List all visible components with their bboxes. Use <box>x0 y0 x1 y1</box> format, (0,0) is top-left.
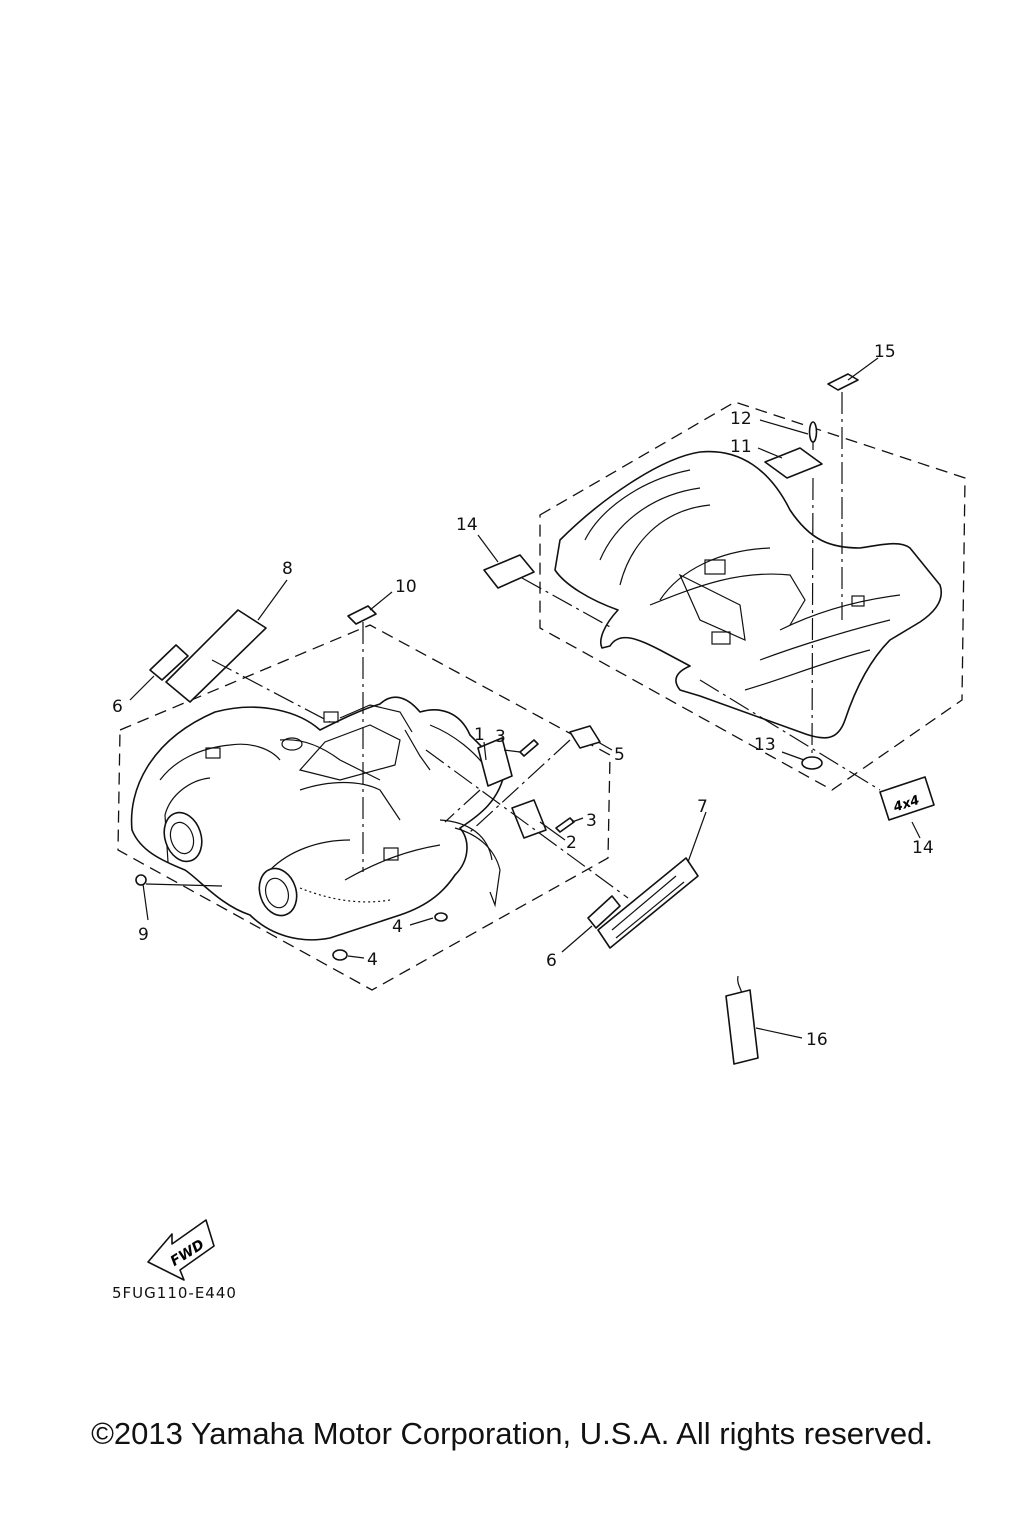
decal-part-8 <box>165 609 267 703</box>
callout-16: 16 <box>806 1030 828 1050</box>
tag-group: 16 <box>725 975 828 1065</box>
fwd-arrow: FWD <box>147 1219 215 1281</box>
decal-part-7 <box>597 857 699 949</box>
nut-part-4-a <box>434 912 448 922</box>
plate-part-2 <box>511 799 547 839</box>
callout-4-b: 4 <box>367 950 378 970</box>
callout-14-upper: 14 <box>456 515 478 535</box>
screw-part-3-a <box>519 739 539 757</box>
plate-part-11 <box>764 447 823 479</box>
callout-11: 11 <box>730 437 752 457</box>
callout-7: 7 <box>697 797 708 817</box>
tag-part-16 <box>725 989 759 1065</box>
decal-part-6-left <box>149 644 189 681</box>
copyright-notice: ©2013 Yamaha Motor Corporation, U.S.A. A… <box>91 1416 933 1451</box>
front-fender-group: 8 10 6 1 3 5 7 3 2 4 4 6 9 <box>112 559 708 991</box>
callout-6-right: 6 <box>546 951 557 971</box>
callout-9: 9 <box>138 925 149 945</box>
label-part-14-upper <box>483 554 535 589</box>
callout-12: 12 <box>730 409 752 429</box>
emblem-4x4-part-14: 4x4 <box>879 776 935 821</box>
callout-5: 5 <box>614 745 625 765</box>
callout-3-b: 3 <box>586 811 597 831</box>
grommet-part-13 <box>801 756 823 770</box>
rear-fender-group: 4x4 15 12 11 14 13 14 <box>456 342 966 858</box>
callout-1: 1 <box>474 725 485 745</box>
cap-part-9 <box>135 874 147 886</box>
front-fender <box>130 696 506 941</box>
callout-4-a: 4 <box>392 917 403 937</box>
callout-8: 8 <box>282 559 293 579</box>
callout-14-lower: 14 <box>912 838 934 858</box>
rivet-part-12 <box>808 421 818 443</box>
plate-part-1 <box>477 737 513 787</box>
decal-part-6-right <box>587 895 621 929</box>
callout-2: 2 <box>566 833 577 853</box>
screw-part-3-b <box>555 817 575 833</box>
decal-part-10 <box>347 605 377 625</box>
rear-fender <box>554 450 942 739</box>
rear-group-outline <box>539 401 966 791</box>
decal-part-5 <box>569 725 601 749</box>
drawing-code: 5FUG110-E440 <box>112 1284 237 1302</box>
callout-3-a: 3 <box>495 727 506 747</box>
callout-6-left: 6 <box>112 697 123 717</box>
callout-15: 15 <box>874 342 896 362</box>
nut-part-4-b <box>332 949 348 961</box>
callout-10: 10 <box>395 577 417 597</box>
fwd-arrow-icon <box>147 1219 215 1281</box>
front-group-outline <box>117 624 611 991</box>
callout-13: 13 <box>754 735 776 755</box>
